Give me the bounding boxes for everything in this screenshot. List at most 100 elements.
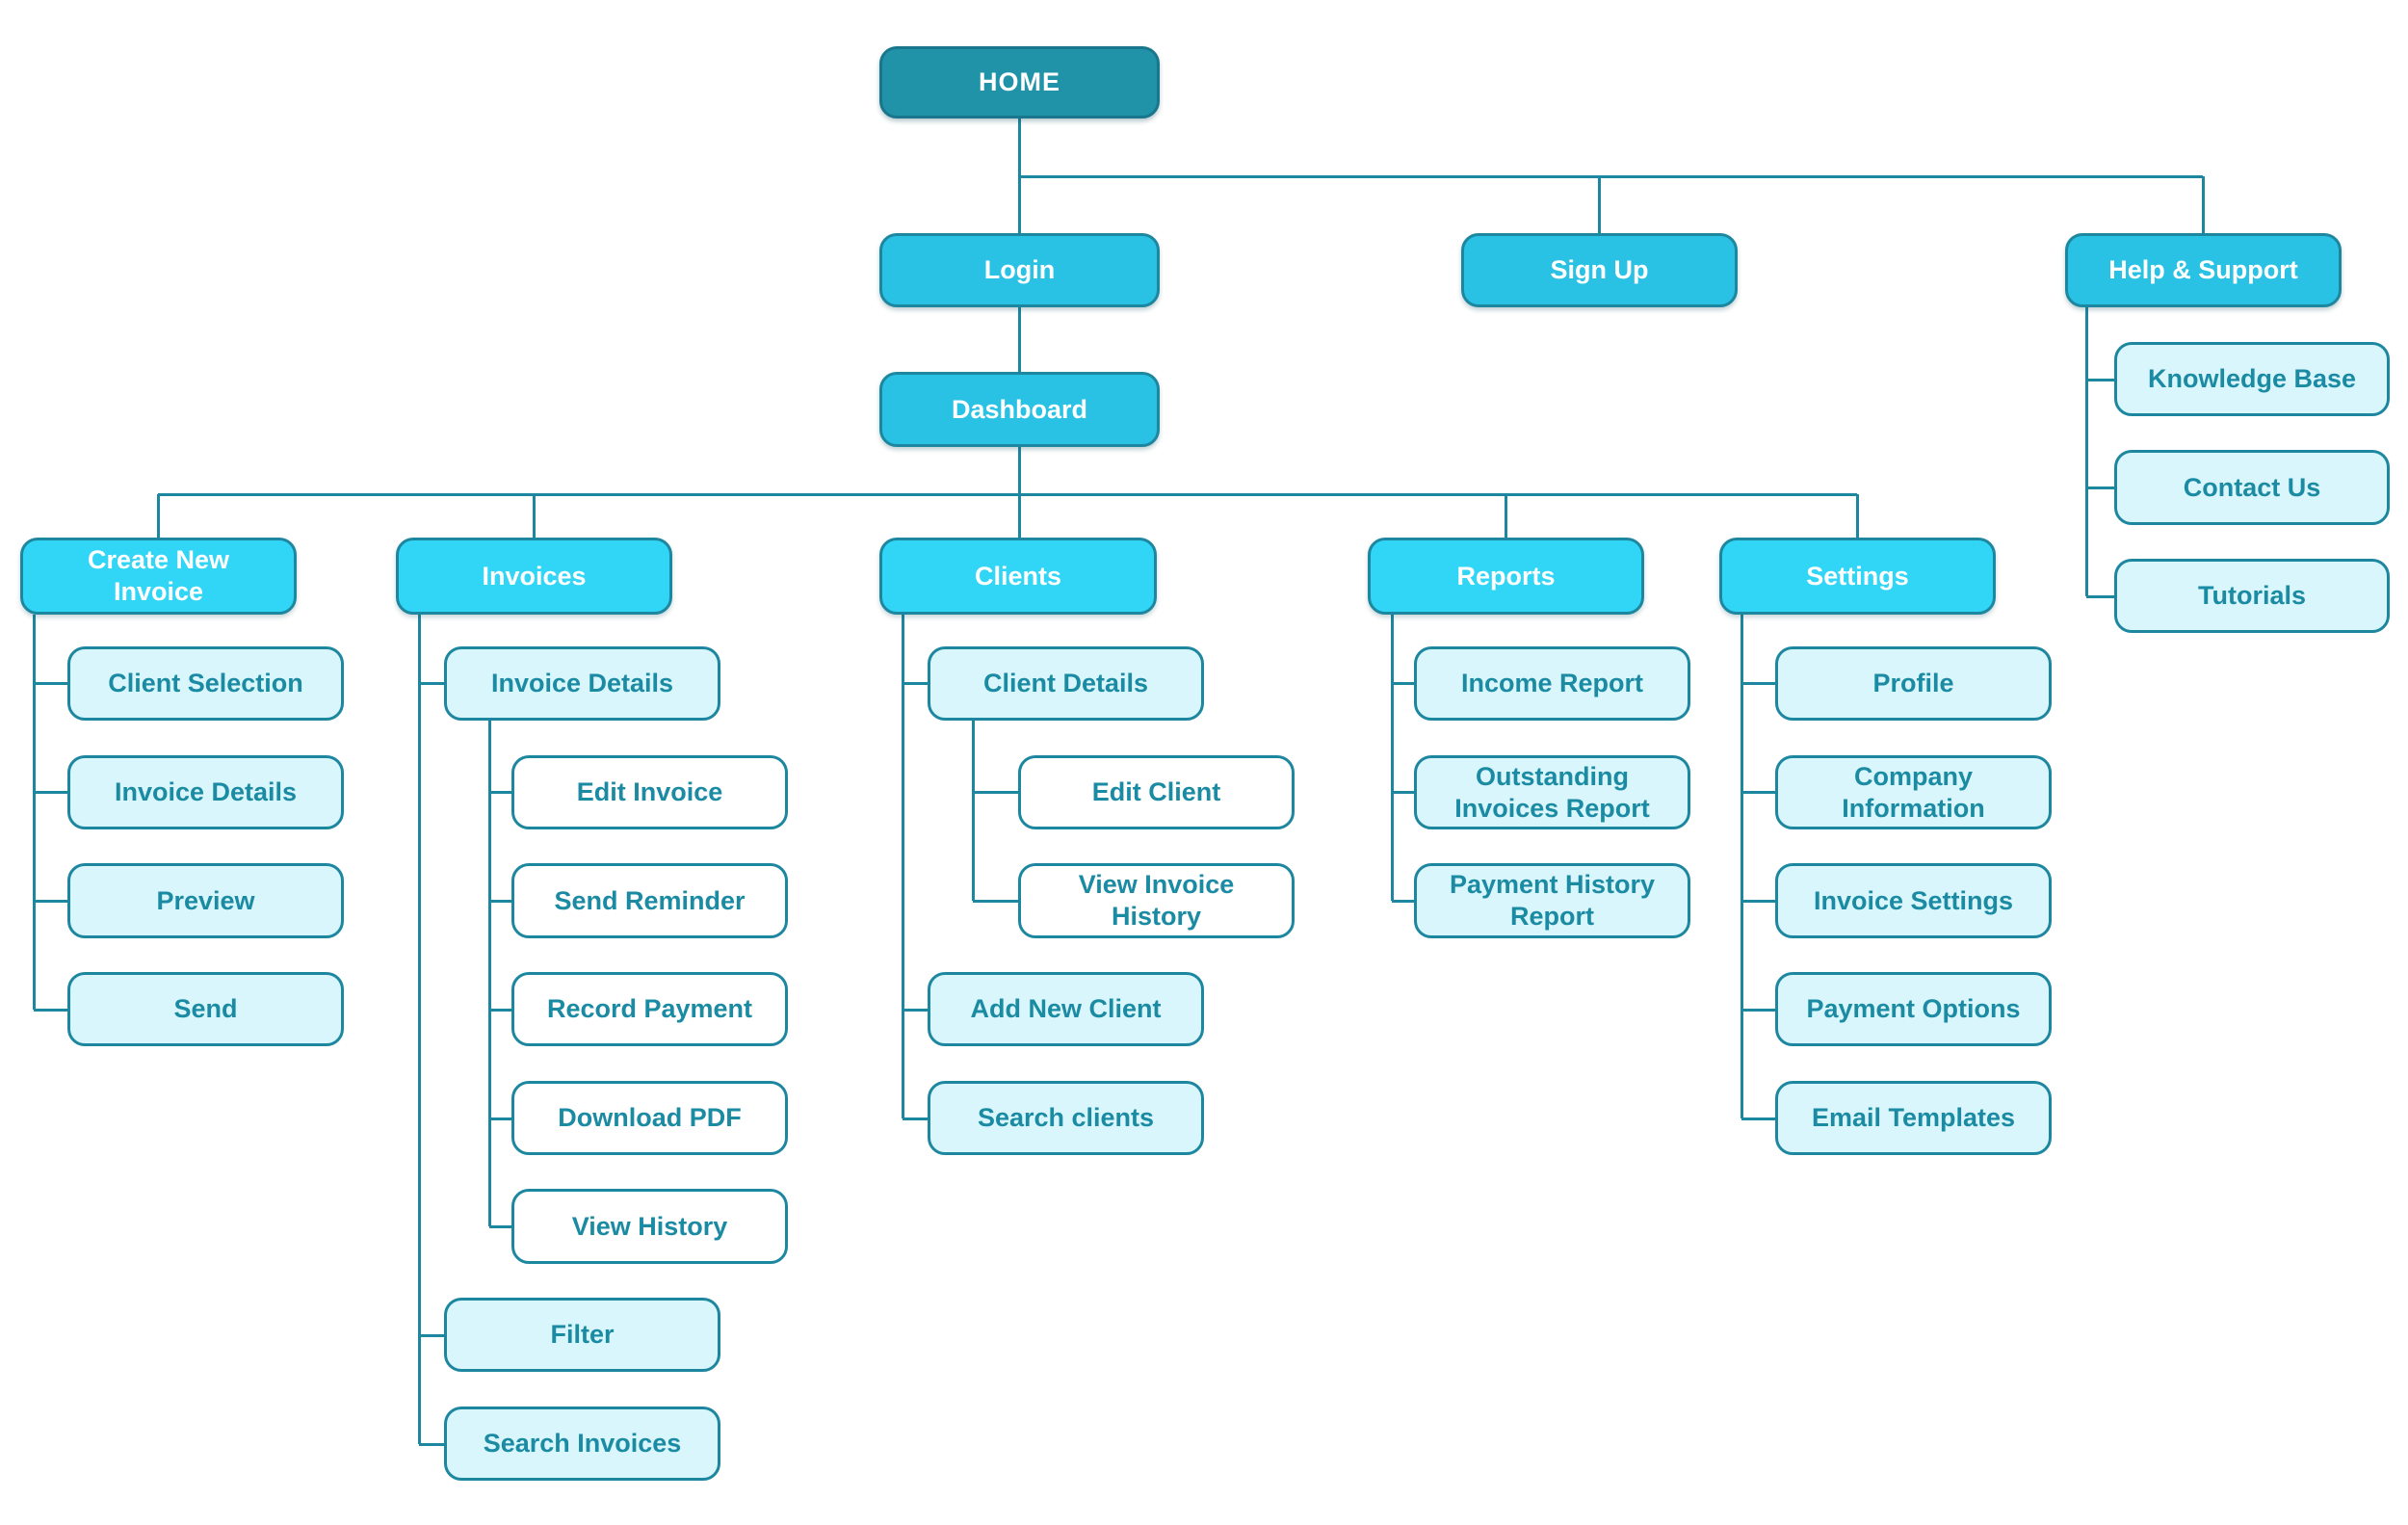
connector-line bbox=[1392, 899, 1414, 903]
node-label: Reports bbox=[1456, 561, 1556, 591]
connector-line bbox=[489, 1117, 511, 1120]
node-label: Login bbox=[983, 255, 1056, 285]
connector-line bbox=[1741, 790, 1775, 794]
node-profile[interactable]: Profile bbox=[1775, 646, 2052, 721]
node-invoice-settings[interactable]: Invoice Settings bbox=[1775, 863, 2052, 938]
connector-line bbox=[903, 1008, 928, 1012]
connector-line bbox=[489, 790, 511, 794]
node-label: Send bbox=[173, 994, 238, 1024]
node-label: Edit Client bbox=[1091, 777, 1221, 807]
node-label: Create New Invoice bbox=[87, 545, 230, 606]
node-create-new-invoice[interactable]: Create New Invoice bbox=[20, 538, 297, 615]
node-label: Payment History Report bbox=[1449, 870, 1656, 931]
connector-line bbox=[1392, 681, 1414, 685]
node-signup[interactable]: Sign Up bbox=[1461, 233, 1738, 307]
node-payment-history-report[interactable]: Payment History Report bbox=[1414, 863, 1690, 938]
connector-line bbox=[489, 899, 511, 903]
connector-line bbox=[158, 492, 1857, 496]
node-email-templates[interactable]: Email Templates bbox=[1775, 1081, 2052, 1155]
node-contact-us[interactable]: Contact Us bbox=[2114, 450, 2390, 525]
node-label: Invoice Details bbox=[490, 669, 674, 698]
node-view-invoice-history[interactable]: View Invoice History bbox=[1018, 863, 1295, 938]
connector-line bbox=[2201, 176, 2205, 233]
connector-line bbox=[1017, 447, 1021, 494]
node-outstanding-invoices-report[interactable]: Outstanding Invoices Report bbox=[1414, 755, 1690, 829]
connector-line bbox=[32, 615, 36, 1010]
connector-line bbox=[1504, 494, 1507, 538]
node-label: Outstanding Invoices Report bbox=[1454, 761, 1650, 823]
connector-line bbox=[2086, 594, 2114, 598]
node-label: Clients bbox=[974, 561, 1062, 591]
node-label: View History bbox=[571, 1211, 728, 1241]
node-client-details[interactable]: Client Details bbox=[928, 646, 1204, 721]
node-home[interactable]: HOME bbox=[879, 46, 1160, 118]
node-label: Filter bbox=[550, 1320, 615, 1350]
node-label: Search clients bbox=[977, 1103, 1155, 1133]
connector-line bbox=[903, 1117, 928, 1120]
connector-line bbox=[2086, 486, 2114, 489]
node-client-selection[interactable]: Client Selection bbox=[67, 646, 344, 721]
node-label: Record Payment bbox=[546, 994, 753, 1024]
connector-line bbox=[1019, 174, 2203, 178]
connector-line bbox=[1597, 176, 1601, 233]
node-view-history[interactable]: View History bbox=[511, 1189, 788, 1264]
connector-line bbox=[419, 681, 444, 685]
node-clients[interactable]: Clients bbox=[879, 538, 1157, 615]
node-label: Email Templates bbox=[1811, 1103, 2016, 1133]
node-reports[interactable]: Reports bbox=[1368, 538, 1644, 615]
connector-line bbox=[34, 790, 67, 794]
node-label: Tutorials bbox=[2197, 581, 2306, 611]
node-edit-client[interactable]: Edit Client bbox=[1018, 755, 1295, 829]
node-label: Contact Us bbox=[2183, 472, 2321, 502]
connector-line bbox=[34, 899, 67, 903]
node-send-reminder[interactable]: Send Reminder bbox=[511, 863, 788, 938]
node-tutorials[interactable]: Tutorials bbox=[2114, 559, 2390, 633]
node-label: Invoice Settings bbox=[1813, 885, 2014, 915]
connector-line bbox=[973, 790, 1018, 794]
connector-line bbox=[1017, 118, 1021, 176]
node-login[interactable]: Login bbox=[879, 233, 1160, 307]
node-filter[interactable]: Filter bbox=[444, 1298, 720, 1372]
node-help-support[interactable]: Help & Support bbox=[2065, 233, 2342, 307]
node-label: Settings bbox=[1806, 561, 1909, 591]
connector-line bbox=[1741, 1008, 1775, 1012]
node-income-report[interactable]: Income Report bbox=[1414, 646, 1690, 721]
connector-line bbox=[1855, 494, 1859, 538]
connector-line bbox=[1390, 615, 1394, 901]
node-label: Income Report bbox=[1460, 669, 1644, 698]
connector-line bbox=[2084, 307, 2088, 596]
node-label: Invoices bbox=[482, 561, 587, 591]
node-label: Client Selection bbox=[108, 669, 303, 698]
node-add-new-client[interactable]: Add New Client bbox=[928, 972, 1204, 1046]
node-search-clients[interactable]: Search clients bbox=[928, 1081, 1204, 1155]
connector-line bbox=[419, 1333, 444, 1337]
connector-line bbox=[1017, 494, 1021, 538]
connector-line bbox=[971, 721, 975, 901]
node-send[interactable]: Send bbox=[67, 972, 344, 1046]
node-edit-invoice[interactable]: Edit Invoice bbox=[511, 755, 788, 829]
connector-line bbox=[901, 615, 904, 1118]
node-payment-options[interactable]: Payment Options bbox=[1775, 972, 2052, 1046]
node-label: HOME bbox=[979, 67, 1060, 97]
node-search-invoices[interactable]: Search Invoices bbox=[444, 1407, 720, 1481]
node-download-pdf[interactable]: Download PDF bbox=[511, 1081, 788, 1155]
connector-line bbox=[2086, 378, 2114, 381]
connector-line bbox=[34, 681, 67, 685]
connector-line bbox=[417, 615, 421, 1444]
connector-line bbox=[1017, 307, 1021, 372]
node-preview[interactable]: Preview bbox=[67, 863, 344, 938]
node-invoices[interactable]: Invoices bbox=[396, 538, 672, 615]
connector-line bbox=[34, 1008, 67, 1012]
connector-line bbox=[1741, 681, 1775, 685]
connector-line bbox=[973, 899, 1018, 903]
node-settings[interactable]: Settings bbox=[1719, 538, 1996, 615]
connector-line bbox=[1741, 1117, 1775, 1120]
node-invoice-details[interactable]: Invoice Details bbox=[444, 646, 720, 721]
node-record-payment[interactable]: Record Payment bbox=[511, 972, 788, 1046]
node-invoice-details-create[interactable]: Invoice Details bbox=[67, 755, 344, 829]
node-company-information[interactable]: Company Information bbox=[1775, 755, 2052, 829]
node-knowledge-base[interactable]: Knowledge Base bbox=[2114, 342, 2390, 416]
node-label: Add New Client bbox=[970, 994, 1162, 1024]
connector-line bbox=[532, 494, 536, 538]
node-dashboard[interactable]: Dashboard bbox=[879, 372, 1160, 447]
